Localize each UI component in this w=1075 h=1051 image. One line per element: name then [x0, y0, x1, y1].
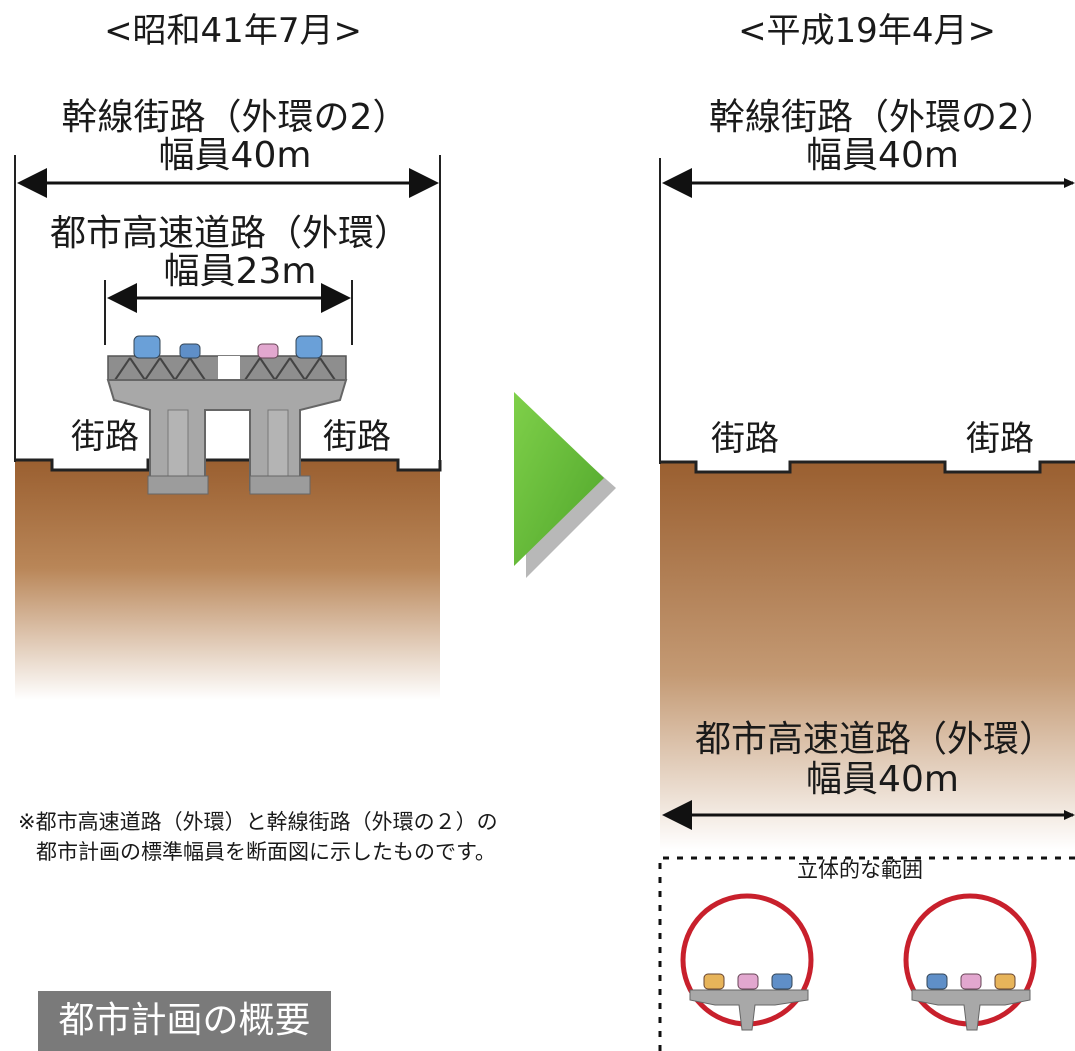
elevated-viaduct [106, 355, 348, 495]
tunnel-left [680, 893, 814, 1031]
note-line-2: 都市計画の標準幅員を断面図に示したものです。 [36, 840, 496, 864]
right-soil [660, 460, 1075, 850]
tunnel-right [903, 893, 1037, 1031]
section-tag: 都市計画の概要 [38, 991, 331, 1051]
left-street-label-right: 街路 [323, 417, 391, 457]
left-trunk-road-width: 幅員40m [158, 135, 312, 176]
right-street-label-left: 街路 [711, 419, 779, 459]
right-trunk-road-title: 幹線街路（外環の2） [709, 97, 1056, 138]
transition-arrow [514, 392, 616, 578]
stereo-range-label: 立体的な範囲 [797, 858, 923, 882]
left-expressway-width: 幅員23m [163, 251, 317, 292]
right-trunk-road-width: 幅員40m [806, 135, 959, 176]
right-expressway-title: 都市高速道路（外環） [694, 719, 1055, 760]
left-expressway-title: 都市高速道路（外環） [49, 213, 410, 254]
left-soil [15, 458, 442, 700]
right-era-title: <平成19年4月> [738, 11, 996, 51]
left-era-title: <昭和41年7月> [104, 11, 362, 51]
left-trunk-road-title: 幹線街路（外環の2） [61, 97, 409, 138]
right-street-label-right: 街路 [966, 419, 1034, 459]
right-expressway-width: 幅員40m [806, 759, 959, 800]
left-street-label-left: 街路 [71, 417, 139, 457]
note-line-1: ※都市高速道路（外環）と幹線街路（外環の２）の [18, 810, 498, 834]
vehicles-left [133, 335, 323, 359]
